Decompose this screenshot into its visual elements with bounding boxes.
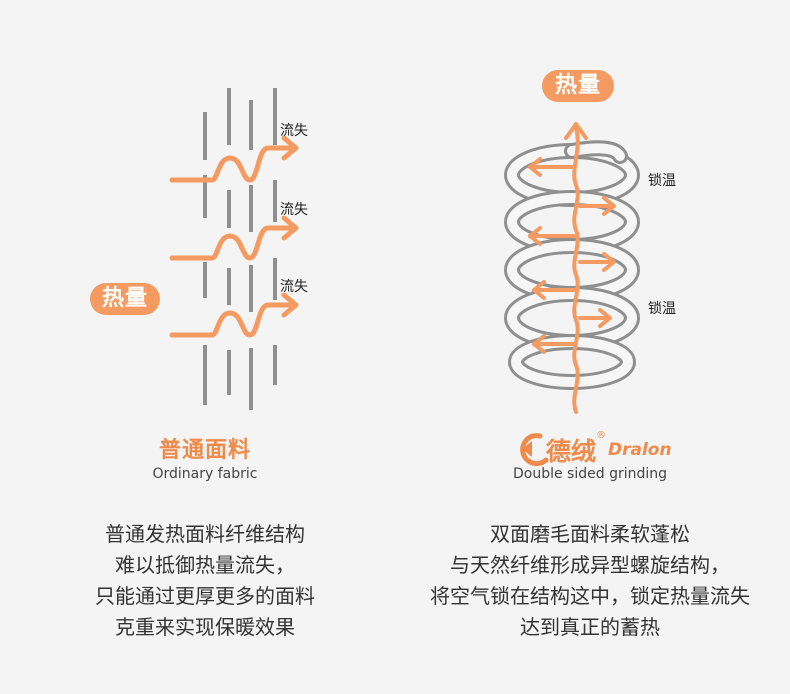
registered-mark: ® [596,430,606,441]
dralon-brand: 德绒 ® Dralon [508,430,688,466]
heat-loss-label: 流失 [280,123,308,139]
heat-flow-arrow-3 [169,302,295,338]
lock-arrows-right [578,196,616,328]
heat-loss-label: 流失 [280,202,308,218]
description-line: 与天然纤维形成异型螺旋结构， [450,553,730,577]
heat-badge-left: 热量 [90,283,160,315]
arrow-head [528,226,542,246]
heat-lock-label: 锁温 [648,173,676,189]
heat-arrows [169,135,299,338]
heat-flow-arrow-2 [169,225,295,261]
description-line: 将空气锁在结构这中，锁定热量流失 [430,584,750,608]
heat-rise-line [572,126,580,414]
dralon-spiral-diagram [504,122,640,414]
heat-badge-right: 热量 [542,70,614,102]
arrow-head [602,252,616,272]
description-line: 达到真正的蓄热 [520,615,660,639]
arrow-head [602,196,616,216]
arrow-head [528,157,542,177]
description-line: 只能通过更厚更多的面料 [95,584,315,608]
brand-name-cn: 德绒 [546,437,597,466]
ordinary-fabric-title: 普通面料 [158,438,251,463]
ordinary-fabric-subtitle: Ordinary fabric [152,466,258,482]
description-line: 双面磨毛面料柔软蓬松 [490,522,690,546]
heat-flow-arrow-1 [169,145,295,183]
arrow-head [281,215,299,241]
description-line: 克重来实现保暖效果 [115,615,295,639]
ordinary-fabric-description: 普通发热面料纤维结构 难以抵御热量流失， 只能通过更厚更多的面料 克重来实现保暖… [40,519,370,643]
spiral-coils [504,140,640,390]
brand-name-en: Dralon [608,440,672,460]
arrow-head [564,122,588,140]
arrow-head [532,334,546,354]
heat-loss-label: 流失 [280,279,308,295]
logo-mark [522,441,532,457]
dralon-description: 双面磨毛面料柔软蓬松 与天然纤维形成异型螺旋结构， 将空气锁在结构这中，锁定热量… [405,519,775,643]
description-line: 普通发热面料纤维结构 [105,522,305,546]
arrow-head [281,135,299,161]
dralon-logo-icon [520,433,549,467]
lock-arrows [528,157,576,354]
description-line: 难以抵御热量流失， [115,553,295,577]
arrow-head [532,280,546,300]
fiber-lines [203,88,277,410]
dralon-subtitle: Double sided grinding [512,466,668,482]
arrow-head [281,292,299,318]
logo-arc [520,433,549,467]
arrow-head [598,308,612,328]
heat-lock-label: 锁温 [648,301,676,317]
